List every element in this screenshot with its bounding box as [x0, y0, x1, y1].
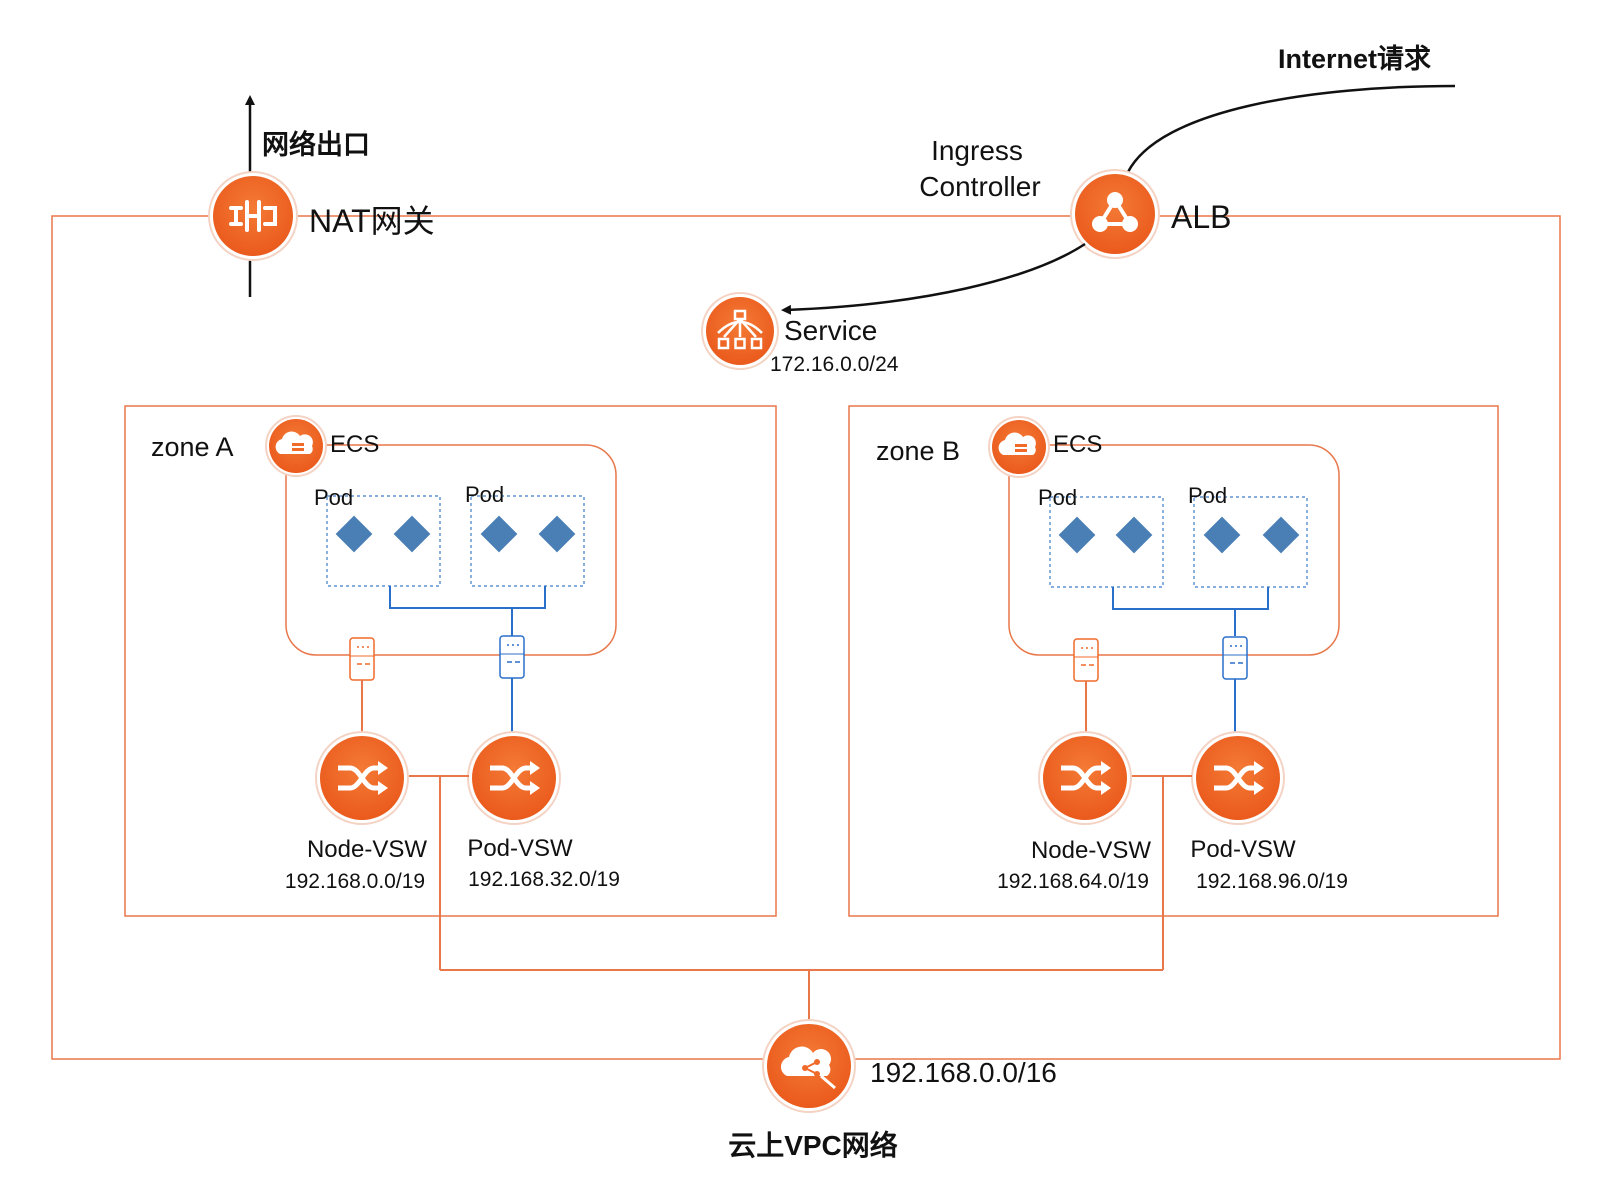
alb-label: ALB — [1171, 199, 1231, 235]
zone-boundary — [848, 405, 1499, 917]
container-diamond — [1203, 516, 1241, 554]
internet-request-curve — [1126, 84, 1456, 173]
vpc-cidr-label: 192.168.0.0/16 — [870, 1057, 1057, 1088]
vpc-title-label: 云上VPC网络 — [728, 1129, 898, 1161]
pod-interconnect — [1112, 587, 1269, 636]
container-diamond — [1058, 516, 1096, 554]
network-egress-label: 网络出口 — [262, 129, 370, 160]
node-vsw-cidr: 192.168.64.0/19 — [997, 870, 1149, 893]
ingress-controller-label-line2: Controller — [919, 171, 1040, 202]
pod-vsw-label: Pod-VSW — [467, 835, 573, 862]
pod-vsw-cidr: 192.168.32.0/19 — [468, 868, 620, 891]
node-vsw-label: Node-VSW — [307, 836, 427, 863]
container-diamond — [480, 515, 518, 553]
nat-gateway-label: NAT网关 — [309, 203, 435, 239]
eni-card-icon — [349, 637, 375, 681]
vswitch-shuffle-icon[interactable] — [1038, 731, 1132, 825]
vswitch-shuffle-icon[interactable] — [1191, 731, 1285, 825]
pod-box — [1049, 496, 1164, 588]
zone-a-vsw-bus — [409, 775, 469, 970]
alb-to-service-curve — [781, 242, 1086, 315]
pod-vsw-cidr: 192.168.96.0/19 — [1196, 870, 1348, 893]
pod-box — [1193, 496, 1308, 588]
ecs-label: ECS — [1053, 431, 1102, 458]
vpc-cloud-icon[interactable] — [762, 1019, 856, 1113]
pod-label: Pod — [314, 485, 353, 510]
eni-card-icon — [1222, 636, 1248, 680]
zone-name-label: zone B — [876, 436, 960, 466]
pod-box — [326, 495, 441, 587]
internet-request-label: Internet请求 — [1278, 44, 1431, 74]
node-vsw-cidr: 192.168.0.0/19 — [285, 870, 425, 893]
ecs-cloud-icon[interactable] — [265, 415, 327, 477]
ecs-node-box — [1008, 444, 1340, 656]
ingress-controller-label-line1: Ingress — [931, 135, 1023, 166]
service-tree-icon[interactable] — [701, 292, 779, 370]
eni-card-icon — [1073, 638, 1099, 682]
node-vsw-label: Node-VSW — [1031, 837, 1151, 864]
ecs-label: ECS — [330, 431, 379, 458]
container-diamond — [335, 515, 373, 553]
zone-b: zone B ECS Pod Pod — [848, 405, 1499, 917]
container-diamond — [1262, 516, 1300, 554]
container-diamond — [538, 515, 576, 553]
pod-label: Pod — [1188, 483, 1227, 508]
service-cidr-label: 172.16.0.0/24 — [770, 353, 899, 376]
service-label: Service — [784, 315, 877, 346]
pod-label: Pod — [1038, 485, 1077, 510]
container-diamond — [393, 515, 431, 553]
vswitch-shuffle-icon[interactable] — [315, 731, 409, 825]
vswitch-shuffle-icon[interactable] — [467, 731, 561, 825]
pod-box — [470, 495, 585, 587]
ecs-node-box — [285, 444, 617, 656]
vpc-backbone — [440, 969, 1163, 1024]
pod-vsw-label: Pod-VSW — [1190, 836, 1296, 863]
zone-name-label: zone A — [151, 432, 234, 462]
ecs-cloud-icon[interactable] — [988, 416, 1050, 478]
pod-label: Pod — [465, 482, 504, 507]
load-balancer-icon[interactable] — [1070, 169, 1160, 259]
zone-a: zone A ECS Pod Pod — [124, 405, 777, 917]
nat-gateway-icon[interactable] — [208, 171, 298, 261]
zone-boundary — [124, 405, 777, 917]
eni-card-icon — [499, 635, 525, 679]
container-diamond — [1115, 516, 1153, 554]
pod-interconnect — [389, 586, 546, 636]
zone-b-vsw-bus — [1132, 775, 1192, 970]
